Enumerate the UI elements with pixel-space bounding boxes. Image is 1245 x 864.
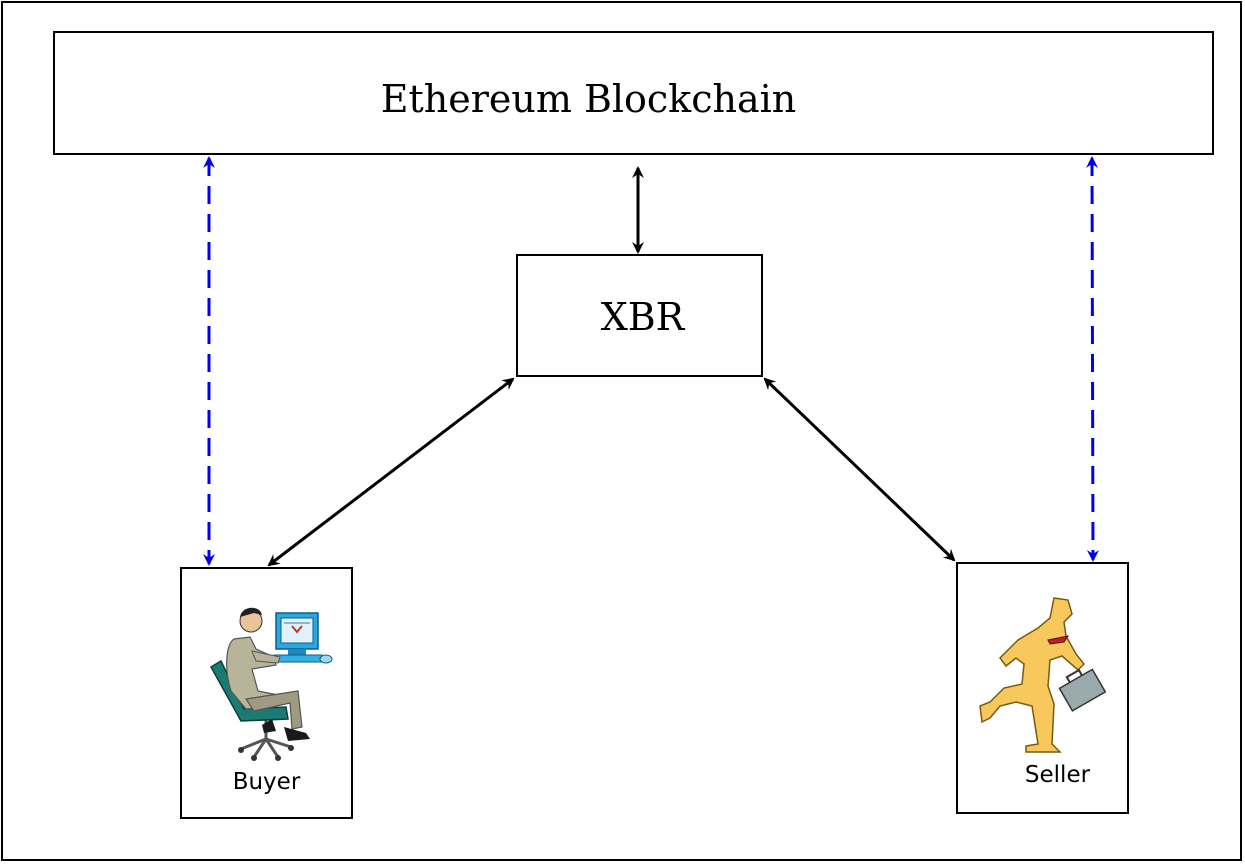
ethereum-blockchain-label: Ethereum Blockchain [380,77,797,121]
buyer-label: Buyer [232,769,301,795]
xbr-label: XBR [600,295,685,339]
person-at-computer-icon [209,607,333,761]
buyer-node: Buyer [180,567,353,819]
seller-label: Seller [1024,762,1091,788]
xbr-buyer-arrow [267,377,515,567]
running-businessman-icon [979,597,1106,753]
ethereum-blockchain-node: Ethereum Blockchain [53,31,1214,155]
xbr-seller-arrow [763,377,956,562]
xbr-node: XBR [516,254,763,377]
seller-blockchain-dashed-arrow [1086,156,1099,562]
seller-node: Seller [956,562,1129,814]
